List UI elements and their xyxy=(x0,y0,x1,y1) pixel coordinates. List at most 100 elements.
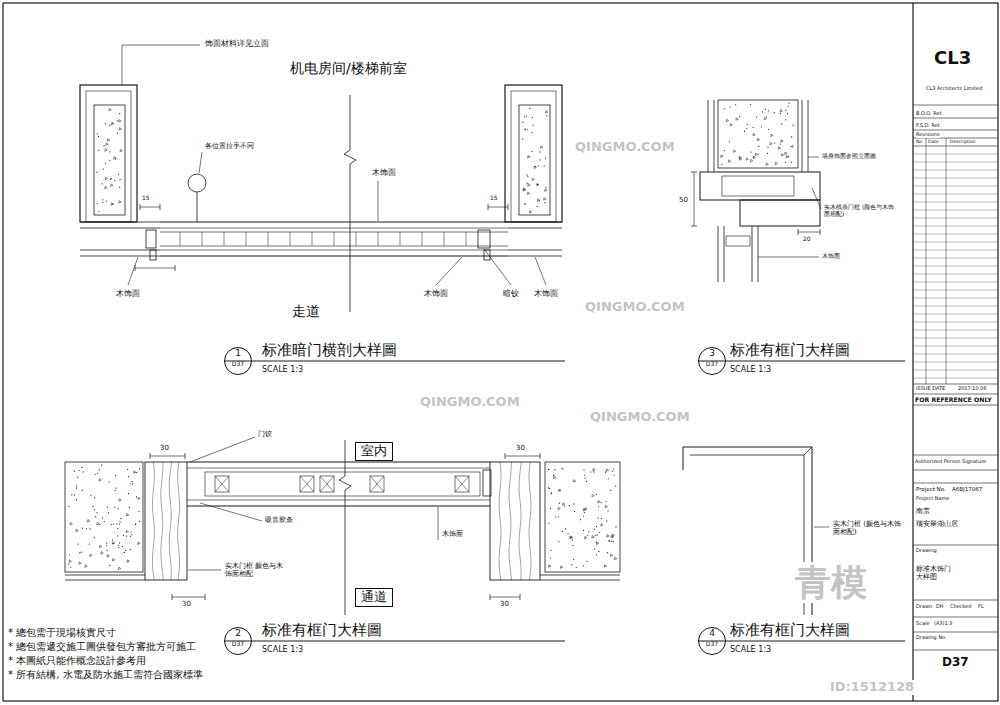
area-name: 室内 xyxy=(361,444,387,459)
concrete-dot xyxy=(587,535,588,536)
concrete-dot xyxy=(114,180,115,181)
concrete-dot xyxy=(596,526,597,527)
concrete-dot xyxy=(574,511,575,512)
title-bubble: 2D37 xyxy=(224,627,252,655)
concrete-dot xyxy=(615,486,616,487)
concrete-dot xyxy=(112,543,113,544)
concrete-dot xyxy=(744,131,745,132)
concrete-dot xyxy=(96,512,97,513)
annotation-text: SCALE 1:3 xyxy=(730,365,771,374)
concrete-dot xyxy=(590,471,591,472)
concrete-aggregate xyxy=(545,111,548,114)
title-bubble: 3D37 xyxy=(698,347,726,375)
concrete-aggregate xyxy=(746,158,749,161)
callout-number: 4 xyxy=(699,628,725,638)
concrete-dot xyxy=(548,469,549,470)
concrete-aggregate xyxy=(771,134,774,137)
annotation-text: 实木门框 颜色与木饰面相配 xyxy=(225,562,287,578)
concrete-dot xyxy=(119,113,120,114)
annotation-text: 30 xyxy=(182,600,191,608)
timber-frame xyxy=(145,462,187,580)
dim-tick xyxy=(488,204,489,210)
annotation-text: Project No. xyxy=(916,486,946,492)
concrete-dot xyxy=(526,175,527,176)
concrete-dot xyxy=(538,165,539,166)
concrete-dot xyxy=(122,546,123,547)
concrete-dot xyxy=(554,469,555,470)
annotation-text: 实木门框 (颜色与木饰面相配) xyxy=(833,520,903,536)
concrete-dot xyxy=(135,524,136,525)
concrete-dot xyxy=(608,540,609,541)
watermark: QINGMO.COM xyxy=(420,395,520,410)
concrete-dot xyxy=(111,178,112,179)
title-underline xyxy=(224,361,565,362)
concrete-dot xyxy=(735,104,736,105)
door-leaf xyxy=(187,500,490,501)
concrete-dot xyxy=(98,150,99,151)
blocking-cross xyxy=(300,476,314,492)
wall-layer xyxy=(508,250,562,251)
concrete-aggregate xyxy=(570,536,573,539)
concrete-dot xyxy=(609,540,610,541)
blocking-cross xyxy=(455,476,469,492)
concrete-dot xyxy=(524,116,525,117)
concrete-dot xyxy=(103,145,104,146)
concrete-dot xyxy=(595,535,596,536)
concrete-dot xyxy=(74,494,75,495)
concrete-dot xyxy=(74,470,75,471)
concrete-dot xyxy=(123,535,124,536)
concrete-aggregate xyxy=(118,120,121,123)
concrete-dot xyxy=(762,111,763,112)
concrete-dot xyxy=(750,104,751,105)
leader-line xyxy=(200,503,262,521)
wall-layer xyxy=(80,222,160,223)
annotation-text: SCALE 1:3 xyxy=(262,645,303,654)
concrete-aggregate xyxy=(126,530,129,533)
concrete-dot xyxy=(118,173,119,174)
concrete-dot xyxy=(128,493,129,494)
concrete-aggregate xyxy=(778,147,781,150)
concrete-dot xyxy=(109,565,110,566)
blocking-cross xyxy=(370,476,384,492)
concrete-dot xyxy=(111,524,112,525)
framed-door-detail-2 xyxy=(65,437,620,615)
dimension-line xyxy=(135,268,175,269)
frame-mitre xyxy=(804,447,812,455)
concrete-dot xyxy=(545,187,546,188)
concrete-dot xyxy=(131,534,132,535)
title-block-rule xyxy=(913,617,998,618)
concrete-aggregate xyxy=(529,210,532,213)
concrete-dot xyxy=(753,127,754,128)
annotation-text: 标准有框门大样圖 xyxy=(262,622,382,639)
concrete-dot xyxy=(781,123,782,124)
revision-column xyxy=(946,138,947,384)
dim-tick xyxy=(691,172,697,173)
title-block-rule xyxy=(913,130,998,131)
concrete-dot xyxy=(596,494,597,495)
concrete-dot xyxy=(132,483,133,484)
line xyxy=(802,100,803,172)
hardware xyxy=(484,250,490,260)
concrete-dot xyxy=(68,506,69,507)
watermark: 青模 xyxy=(795,562,867,603)
concrete-dot xyxy=(525,128,526,129)
concrete-dot xyxy=(608,478,609,479)
dim-tick xyxy=(820,229,821,235)
annotation-text: 门铰 xyxy=(258,430,272,438)
concrete-dot xyxy=(109,125,110,126)
concrete-dot xyxy=(584,475,585,476)
leader-line xyxy=(808,157,819,158)
title-underline xyxy=(698,641,905,642)
door-leaf xyxy=(187,506,490,507)
concrete-dot xyxy=(109,151,110,152)
concrete-aggregate xyxy=(739,158,742,161)
concrete-aggregate xyxy=(127,560,130,563)
concrete-dot xyxy=(94,537,95,538)
break-line xyxy=(339,440,351,615)
concrete-dot xyxy=(135,524,136,525)
concrete-dot xyxy=(118,547,119,548)
concrete-dot xyxy=(534,166,535,167)
concrete-dot xyxy=(551,492,552,493)
door-stop xyxy=(483,470,491,496)
annotation-text: 机电房间/楼梯前室 xyxy=(290,60,407,76)
